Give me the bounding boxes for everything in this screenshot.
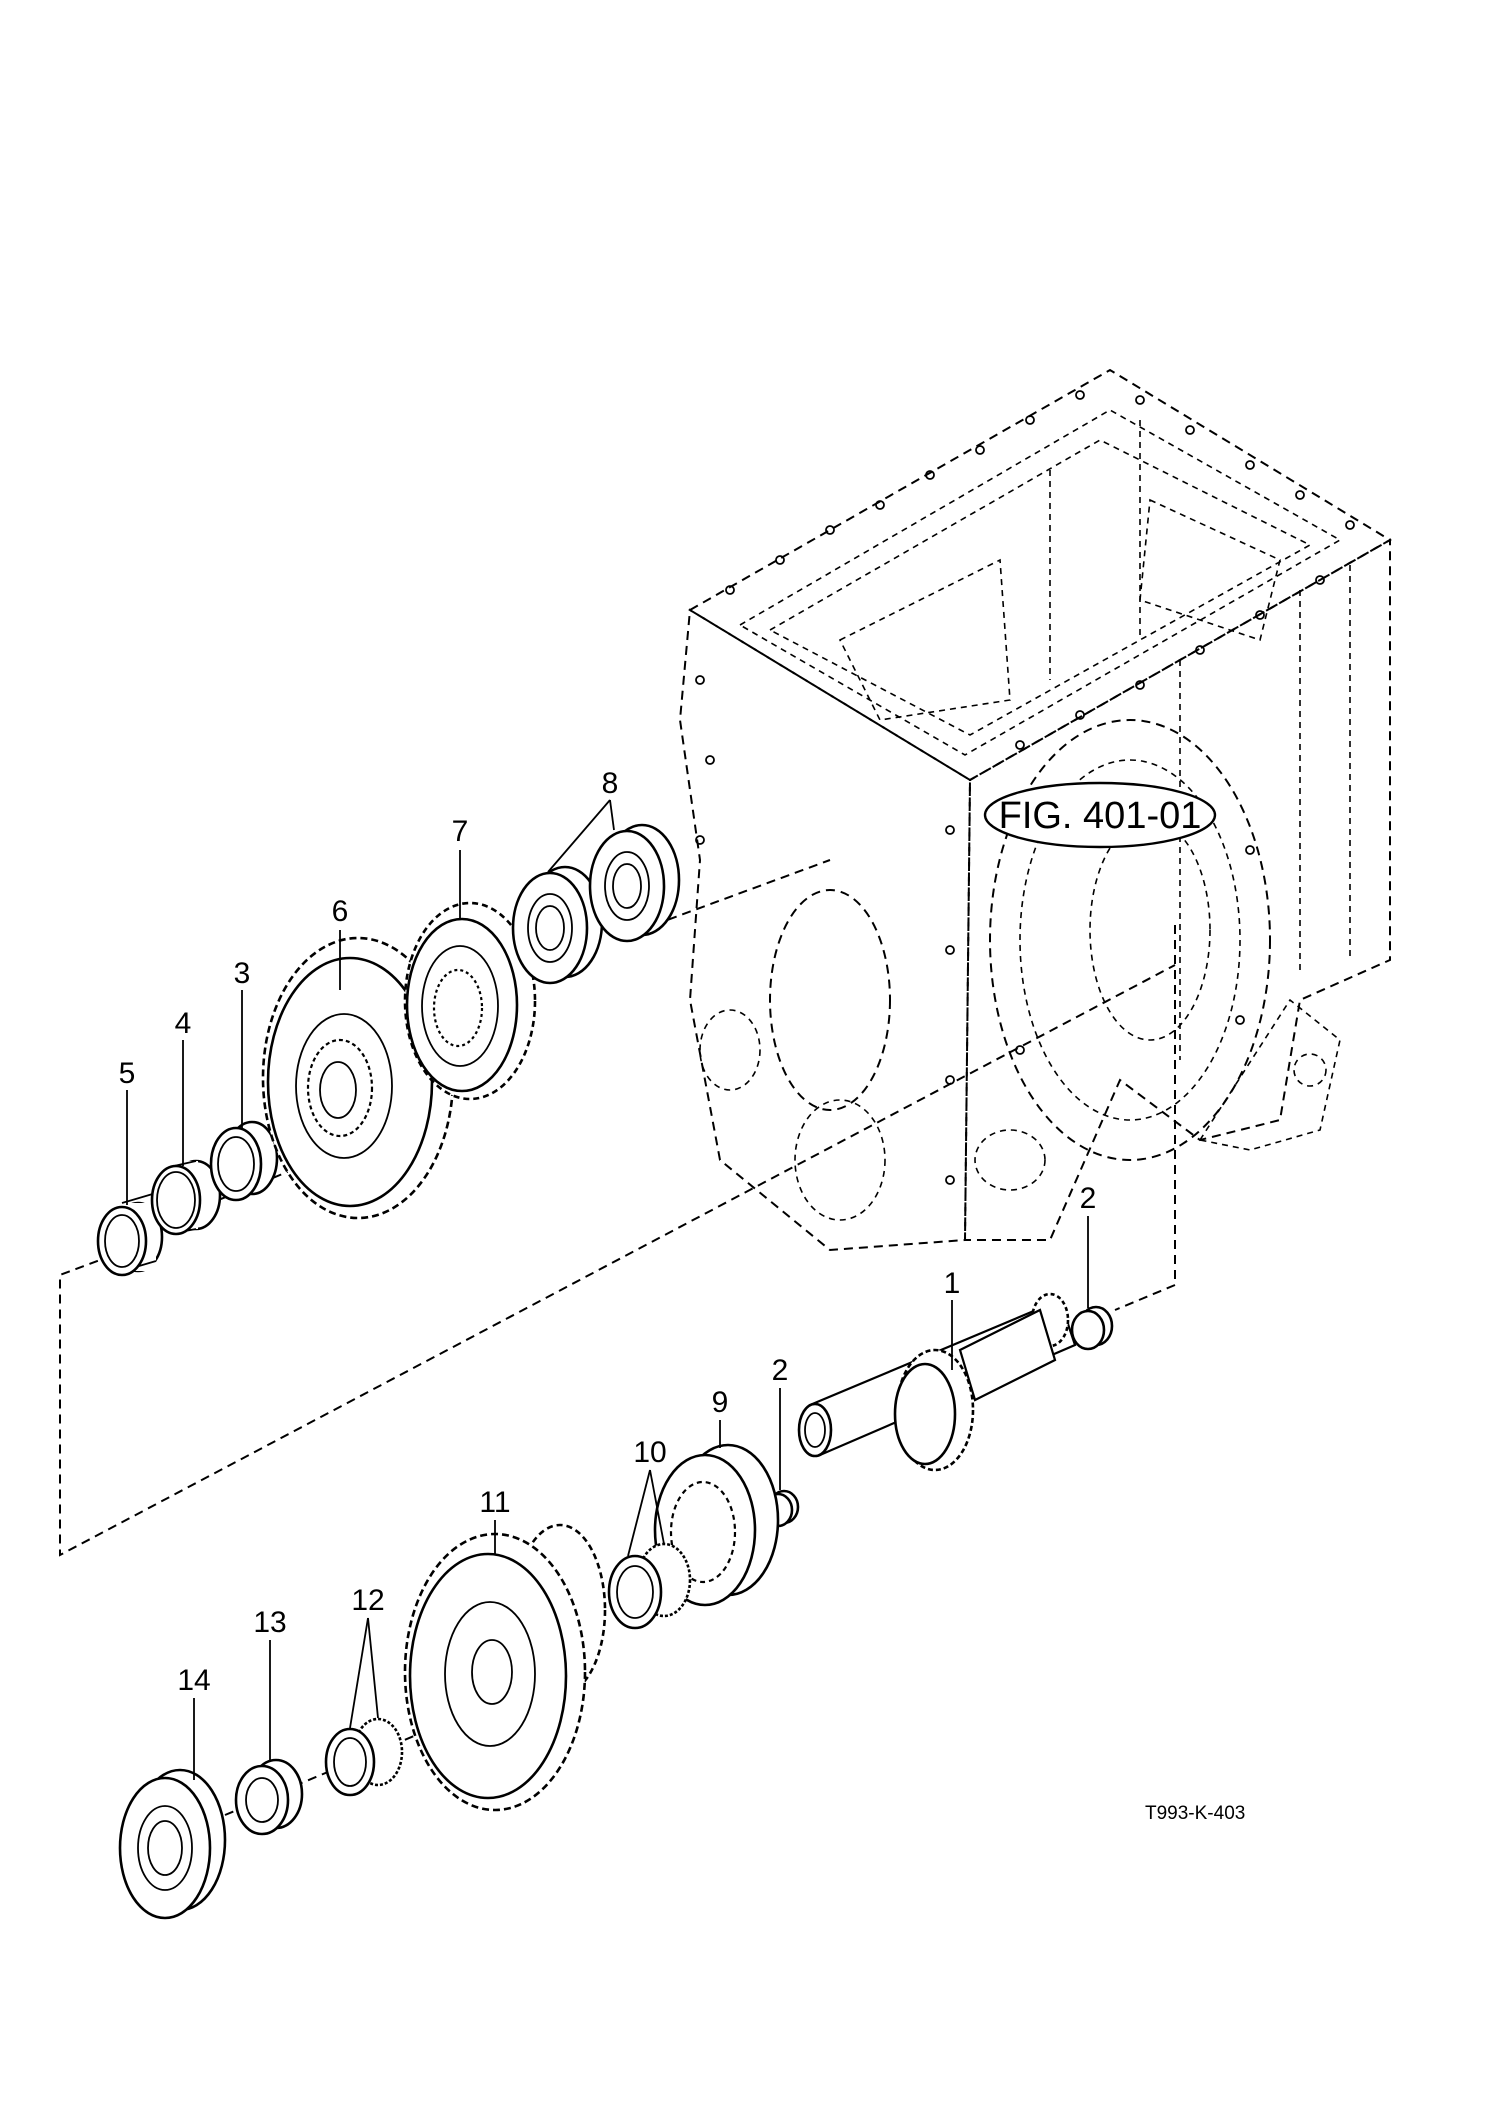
- callout-numbers: 1 2 2 3 4 5 6 7 8 9 10 11 12 13 14: [119, 767, 1097, 1697]
- part-4-bushing: [150, 1159, 222, 1236]
- part-13-collar: [234, 1758, 304, 1836]
- part-12-needle-bearing: [324, 1717, 404, 1797]
- callout-9: 9: [712, 1386, 729, 1419]
- figure-reference-text: FIG. 401-01: [999, 795, 1202, 837]
- part-10-needle-bearing: [607, 1542, 692, 1630]
- callout-8: 8: [602, 767, 619, 800]
- callout-2-lower: 2: [772, 1354, 789, 1387]
- callout-5: 5: [119, 1057, 136, 1090]
- leader-lines: [126, 799, 1089, 1780]
- part-8-ball-bearing-left: [511, 865, 604, 985]
- part-3-needle-bearing: [209, 1120, 279, 1202]
- callout-6: 6: [332, 895, 349, 928]
- part-8-ball-bearing-right: [588, 823, 681, 943]
- part-5-needle-bearing: [96, 1192, 164, 1277]
- figure-reference: FIG. 401-01: [983, 781, 1217, 849]
- callout-11: 11: [479, 1486, 510, 1519]
- callout-2-upper: 2: [1080, 1182, 1097, 1215]
- transmission-housing: [678, 368, 1392, 1252]
- callout-7: 7: [452, 815, 469, 848]
- part-11-large-gear: [403, 1523, 607, 1812]
- part-14-ball-bearing: [118, 1768, 227, 1920]
- drawing-code: T993-K-403: [1145, 1803, 1245, 1824]
- part-2-ring-upper: [1070, 1305, 1114, 1351]
- part-7-gear: [403, 901, 537, 1101]
- callout-12: 12: [351, 1584, 384, 1617]
- callout-1: 1: [944, 1267, 961, 1300]
- callout-10: 10: [633, 1436, 666, 1469]
- callout-3: 3: [234, 957, 251, 990]
- part-1-shaft: [797, 1292, 1077, 1472]
- callout-13: 13: [253, 1606, 286, 1639]
- callout-14: 14: [177, 1664, 210, 1697]
- callout-4: 4: [175, 1007, 192, 1040]
